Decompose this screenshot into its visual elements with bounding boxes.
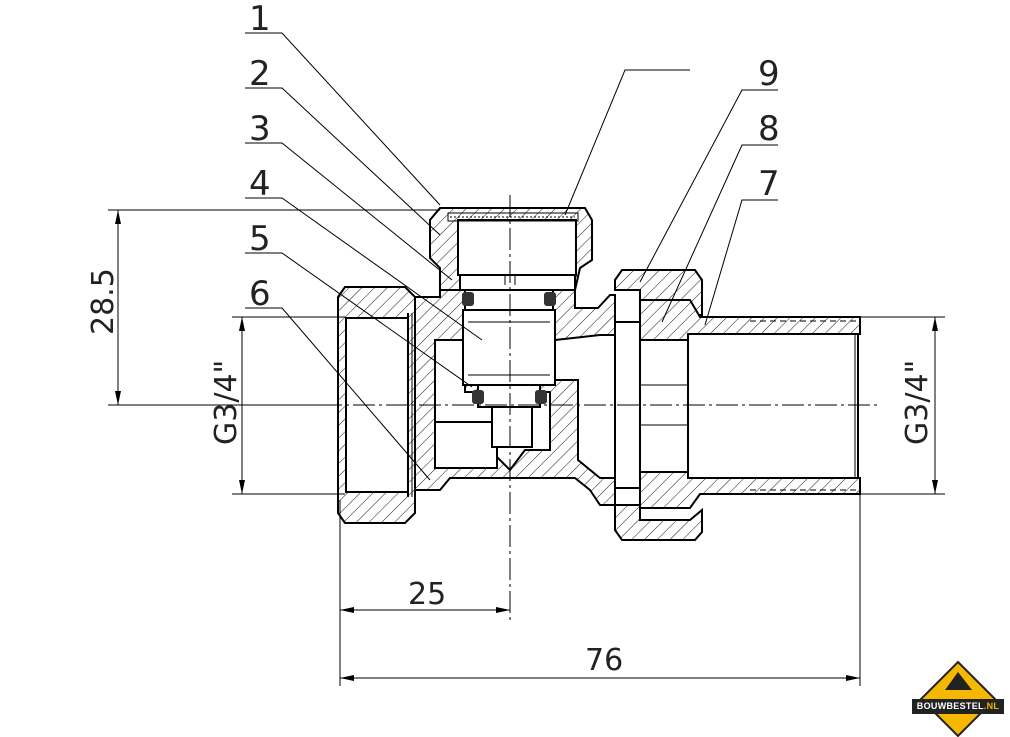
tailpiece <box>639 299 861 509</box>
dimension-76: 76 <box>340 495 861 686</box>
dimension-thread-left: G3/4" <box>209 316 345 495</box>
part-label-1: 1 <box>249 0 271 39</box>
part-label-5: 5 <box>249 219 271 259</box>
part-label-6: 6 <box>249 274 271 314</box>
dimension-25: 25 <box>339 500 510 686</box>
part-label-9: 9 <box>758 54 780 94</box>
part-label-7: 7 <box>758 164 780 204</box>
leader-lines <box>245 32 778 481</box>
thread-right-text: G3/4" <box>900 360 935 445</box>
dimension-25-text: 25 <box>408 577 446 612</box>
part-label-2: 2 <box>249 54 271 94</box>
thread-left-text: G3/4" <box>209 360 244 445</box>
spindle <box>462 289 556 448</box>
dimension-thread-right: G3/4" <box>860 316 945 495</box>
logo-wordmark: BOUWBESTEL.NL <box>912 699 1004 714</box>
part-label-8: 8 <box>758 109 780 149</box>
part-label-4: 4 <box>249 164 271 204</box>
dimension-28-5: 28.5 <box>86 209 440 406</box>
dimension-height-text: 28.5 <box>86 268 121 335</box>
part-label-3: 3 <box>249 109 271 149</box>
dimension-76-text: 76 <box>585 643 623 678</box>
bonnet <box>429 207 593 291</box>
